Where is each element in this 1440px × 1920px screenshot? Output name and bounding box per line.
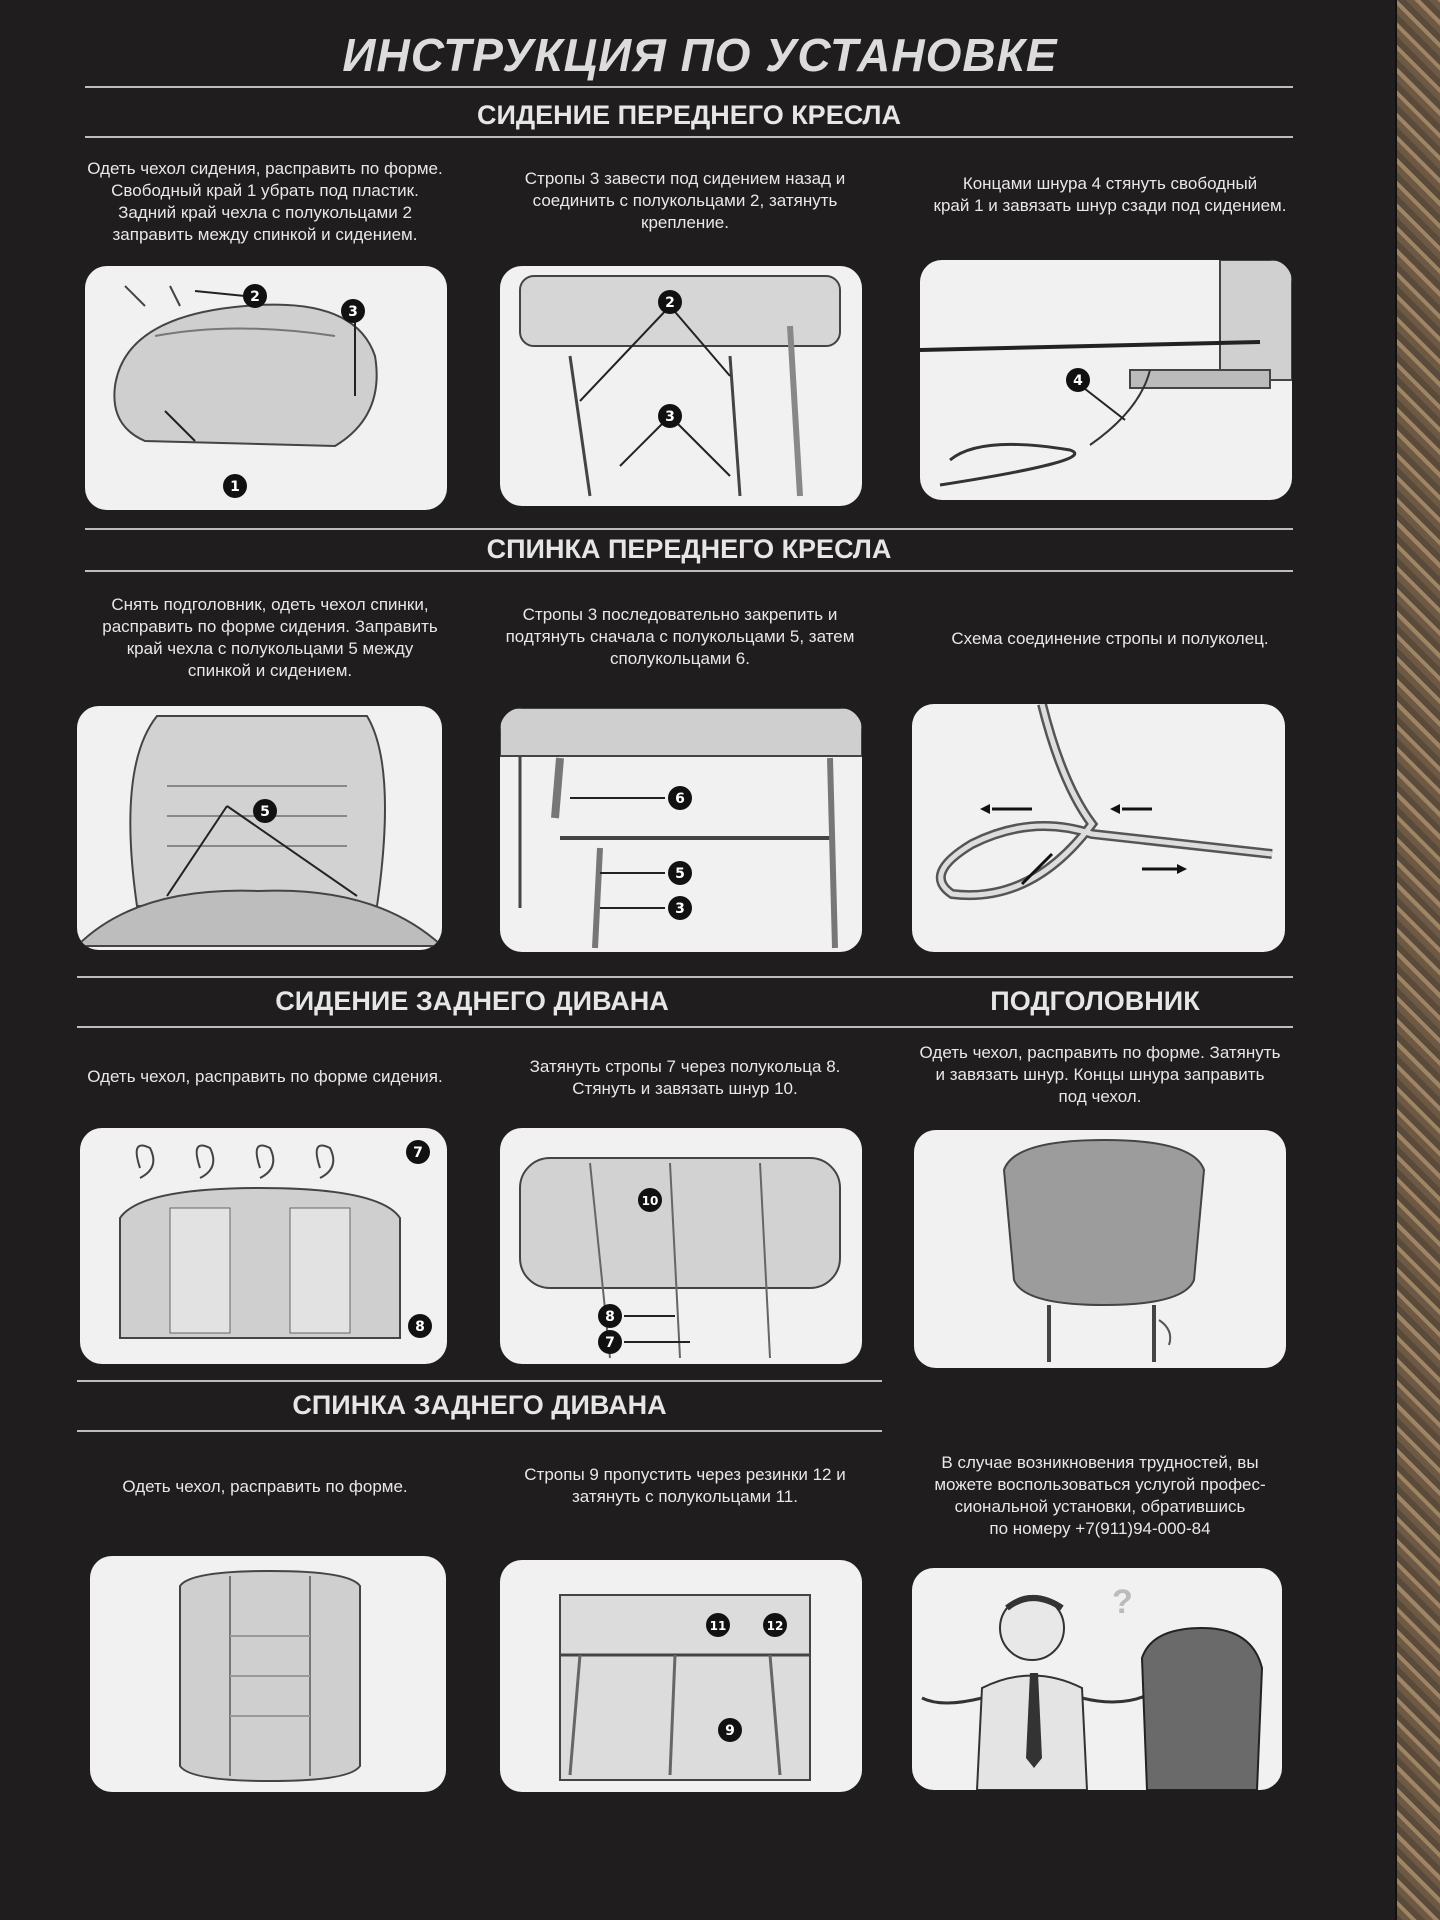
svg-text:3: 3 <box>348 304 358 320</box>
svg-text:1: 1 <box>230 479 240 495</box>
title-rule <box>85 86 1293 88</box>
section-rear-back: СПИНКА ЗАДНЕГО ДИВАНА <box>292 1390 667 1420</box>
caption-step-4: Снять подголовник, одеть чехол спинки,ра… <box>102 595 438 680</box>
illustration-rear-back-straps: 11 12 9 <box>500 1560 862 1792</box>
illustration-front-back-straps: 6 5 3 <box>500 708 862 952</box>
svg-text:2: 2 <box>665 295 675 311</box>
section-rule <box>85 136 1293 138</box>
svg-text:8: 8 <box>605 1309 615 1325</box>
section-front-seat: СИДЕНИЕ ПЕРЕДНЕГО КРЕСЛА <box>477 100 901 130</box>
section-rule <box>85 528 1293 530</box>
svg-text:4: 4 <box>1073 373 1083 389</box>
svg-text:7: 7 <box>413 1145 423 1161</box>
svg-text:9: 9 <box>725 1723 735 1739</box>
illustration-rear-backrest <box>90 1556 446 1792</box>
section-rule <box>77 1026 1293 1028</box>
caption-step-10: Одеть чехол, расправить по форме. <box>122 1477 408 1496</box>
section-rule <box>77 976 1293 978</box>
section-headrest: ПОДГОЛОВНИК <box>990 986 1200 1016</box>
section-rule <box>77 1380 882 1382</box>
illustration-straps-under-seat: 2 3 <box>500 266 862 506</box>
svg-text:10: 10 <box>642 1194 659 1208</box>
svg-text:5: 5 <box>260 804 270 820</box>
caption-step-1: Одеть чехол сидения, расправить по форме… <box>87 159 443 244</box>
illustration-strap-connection-scheme <box>912 704 1285 952</box>
section-rule <box>85 570 1293 572</box>
seat-cushion-drawing: 2 3 1 <box>113 284 378 498</box>
instruction-sheet: ИНСТРУКЦИЯ ПО УСТАНОВКЕ СИДЕНИЕ ПЕРЕДНЕГ… <box>0 0 1397 1920</box>
section-rule <box>77 1430 882 1432</box>
illustration-headrest <box>914 1130 1286 1368</box>
svg-text:3: 3 <box>675 901 685 917</box>
caption-step-7: Одеть чехол, расправить по форме сидения… <box>87 1067 443 1086</box>
svg-text:8: 8 <box>415 1319 425 1335</box>
section-rear-seat: СИДЕНИЕ ЗАДНЕГО ДИВАНА <box>275 986 669 1016</box>
page-title: ИНСТРУКЦИЯ ПО УСТАНОВКЕ <box>342 29 1058 81</box>
illustration-confused-man-cartoon: ? <box>912 1568 1282 1790</box>
illustration-cord-under-seat: 4 <box>920 260 1292 500</box>
illustration-front-seat-cover: 2 3 1 <box>85 266 447 510</box>
svg-text:7: 7 <box>605 1335 615 1351</box>
svg-text:3: 3 <box>665 409 675 425</box>
svg-text:6: 6 <box>675 791 685 807</box>
svg-text:?: ? <box>1112 1583 1133 1621</box>
caption-step-8: Затянуть стропы 7 через полукольца 8.Стя… <box>529 1057 841 1098</box>
svg-text:12: 12 <box>767 1619 784 1633</box>
caption-step-9: Одеть чехол, расправить по форме. Затяну… <box>919 1043 1281 1106</box>
caption-step-6: Схема соединение стропы и полуколец. <box>951 629 1269 648</box>
svg-text:2: 2 <box>250 289 260 305</box>
illustration-front-backrest: 5 <box>77 706 442 950</box>
svg-text:5: 5 <box>675 866 685 882</box>
svg-text:11: 11 <box>710 1619 727 1633</box>
illustration-rear-seat-straps: 10 8 7 <box>500 1128 862 1364</box>
section-front-back: СПИНКА ПЕРЕДНЕГО КРЕСЛА <box>486 534 892 564</box>
illustration-rear-seat-cover: 7 8 <box>80 1128 447 1364</box>
